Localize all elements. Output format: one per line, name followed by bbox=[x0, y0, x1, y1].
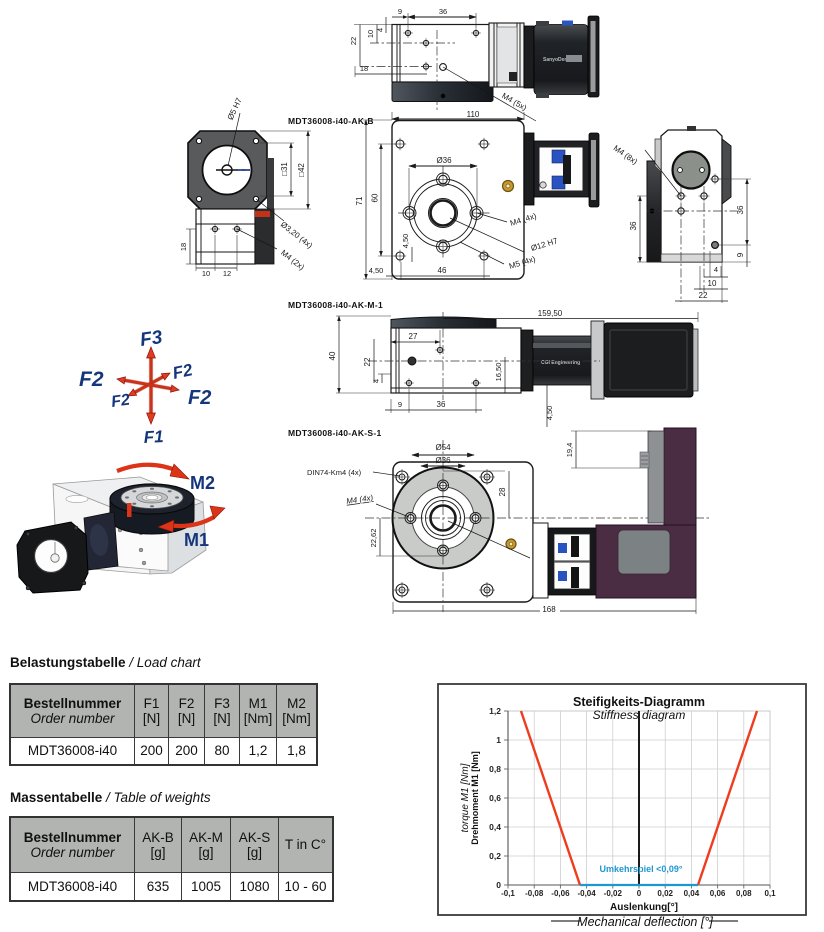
svg-text:4,50: 4,50 bbox=[401, 234, 410, 249]
svg-text:M4 (2x): M4 (2x) bbox=[279, 248, 306, 272]
svg-text:71: 71 bbox=[355, 196, 364, 205]
svg-text:Steifigkeits-Diagramm: Steifigkeits-Diagramm bbox=[573, 695, 705, 709]
svg-text:0,02: 0,02 bbox=[657, 889, 673, 898]
svg-text:M4 (4x): M4 (4x) bbox=[346, 493, 374, 506]
svg-text:M4 (5x): M4 (5x) bbox=[500, 91, 528, 113]
svg-text:M4 (8x): M4 (8x) bbox=[612, 143, 640, 166]
svg-text:-0,08: -0,08 bbox=[525, 889, 544, 898]
svg-text:46: 46 bbox=[438, 266, 447, 275]
svg-text:0: 0 bbox=[496, 880, 501, 890]
svg-text:0,6: 0,6 bbox=[489, 793, 501, 803]
svg-text:9: 9 bbox=[736, 252, 745, 257]
svg-text:Ø5 H7: Ø5 H7 bbox=[226, 96, 244, 121]
svg-text:F2: F2 bbox=[110, 392, 131, 411]
svg-text:18: 18 bbox=[179, 243, 188, 251]
svg-text:22,62: 22,62 bbox=[369, 529, 378, 548]
svg-text:□31: □31 bbox=[280, 162, 289, 176]
svg-text:19,4: 19,4 bbox=[565, 443, 574, 458]
svg-text:22: 22 bbox=[363, 357, 372, 366]
svg-text:22: 22 bbox=[699, 291, 708, 300]
svg-text:Stiffness diagram: Stiffness diagram bbox=[593, 708, 686, 722]
svg-text:10: 10 bbox=[366, 30, 375, 38]
svg-text:Ø12 H7: Ø12 H7 bbox=[530, 236, 560, 253]
svg-text:1: 1 bbox=[496, 735, 501, 745]
svg-text:F2: F2 bbox=[171, 360, 195, 383]
svg-text:M2: M2 bbox=[190, 473, 215, 493]
svg-text:4,50: 4,50 bbox=[545, 406, 554, 421]
svg-text:Ø54: Ø54 bbox=[435, 443, 451, 452]
svg-text:MDT36008-i40-AK-B: MDT36008-i40-AK-B bbox=[288, 116, 374, 126]
svg-text:Ø3,20 (4x): Ø3,20 (4x) bbox=[279, 220, 315, 251]
svg-text:27: 27 bbox=[409, 332, 418, 341]
svg-text:36: 36 bbox=[736, 205, 745, 214]
svg-text:9: 9 bbox=[398, 7, 402, 16]
svg-text:159,50: 159,50 bbox=[538, 309, 563, 318]
svg-text:110: 110 bbox=[467, 110, 480, 119]
svg-text:22: 22 bbox=[349, 37, 358, 45]
svg-text:-0,1: -0,1 bbox=[501, 889, 515, 898]
svg-text:60: 60 bbox=[371, 193, 380, 202]
svg-text:4: 4 bbox=[372, 379, 381, 383]
svg-text:36: 36 bbox=[629, 221, 638, 230]
svg-text:0,1: 0,1 bbox=[764, 889, 776, 898]
svg-text:F2: F2 bbox=[188, 387, 211, 409]
svg-text:DIN74-Km4 (4x): DIN74-Km4 (4x) bbox=[307, 468, 362, 477]
svg-text:F2: F2 bbox=[79, 368, 104, 391]
svg-text:0,04: 0,04 bbox=[684, 889, 700, 898]
svg-text:4,50: 4,50 bbox=[369, 266, 384, 275]
svg-text:4: 4 bbox=[714, 265, 718, 274]
svg-text:0: 0 bbox=[637, 889, 642, 898]
svg-text:0,08: 0,08 bbox=[736, 889, 752, 898]
svg-text:CGI Engineering: CGI Engineering bbox=[541, 360, 580, 366]
svg-text:168: 168 bbox=[542, 605, 556, 614]
svg-text:18: 18 bbox=[360, 64, 368, 73]
svg-text:Umkehrspiel <0,09°: Umkehrspiel <0,09° bbox=[600, 864, 683, 874]
svg-text:Auslenkung[°]: Auslenkung[°] bbox=[610, 902, 678, 913]
svg-text:Mechanical deflection [°]: Mechanical deflection [°] bbox=[577, 915, 713, 929]
svg-text:40: 40 bbox=[328, 351, 337, 360]
svg-text:M1: M1 bbox=[184, 530, 209, 550]
svg-text:10: 10 bbox=[708, 279, 717, 288]
svg-text:-0,02: -0,02 bbox=[604, 889, 623, 898]
svg-text:Ø36: Ø36 bbox=[436, 156, 452, 165]
svg-text:SanyoDenki: SanyoDenki bbox=[543, 57, 572, 63]
svg-text:Ø36: Ø36 bbox=[435, 456, 451, 465]
svg-text:-0,06: -0,06 bbox=[551, 889, 570, 898]
svg-text:□42: □42 bbox=[297, 163, 306, 177]
svg-text:MDT36008-i40-AK-S-1: MDT36008-i40-AK-S-1 bbox=[288, 428, 382, 438]
svg-text:0,8: 0,8 bbox=[489, 764, 501, 774]
svg-text:F1: F1 bbox=[143, 427, 164, 447]
svg-text:36: 36 bbox=[437, 400, 446, 409]
svg-text:F3: F3 bbox=[139, 327, 164, 351]
svg-text:MDT36008-i40-AK-M-1: MDT36008-i40-AK-M-1 bbox=[288, 300, 383, 310]
svg-text:36: 36 bbox=[439, 7, 447, 16]
svg-text:-0,04: -0,04 bbox=[577, 889, 596, 898]
svg-text:12: 12 bbox=[223, 269, 231, 278]
svg-text:10: 10 bbox=[202, 269, 210, 278]
svg-text:9: 9 bbox=[398, 400, 402, 409]
svg-text:1,2: 1,2 bbox=[489, 706, 501, 716]
svg-text:torque M1 [Nm]: torque M1 [Nm] bbox=[460, 763, 471, 832]
svg-text:16,50: 16,50 bbox=[494, 363, 503, 382]
svg-text:0,4: 0,4 bbox=[489, 822, 501, 832]
svg-text:28: 28 bbox=[498, 487, 507, 496]
svg-text:0,06: 0,06 bbox=[710, 889, 726, 898]
svg-text:Drehmoment M1 [Nm]: Drehmoment M1 [Nm] bbox=[470, 751, 480, 845]
svg-text:0,2: 0,2 bbox=[489, 851, 501, 861]
svg-text:4: 4 bbox=[376, 28, 385, 32]
